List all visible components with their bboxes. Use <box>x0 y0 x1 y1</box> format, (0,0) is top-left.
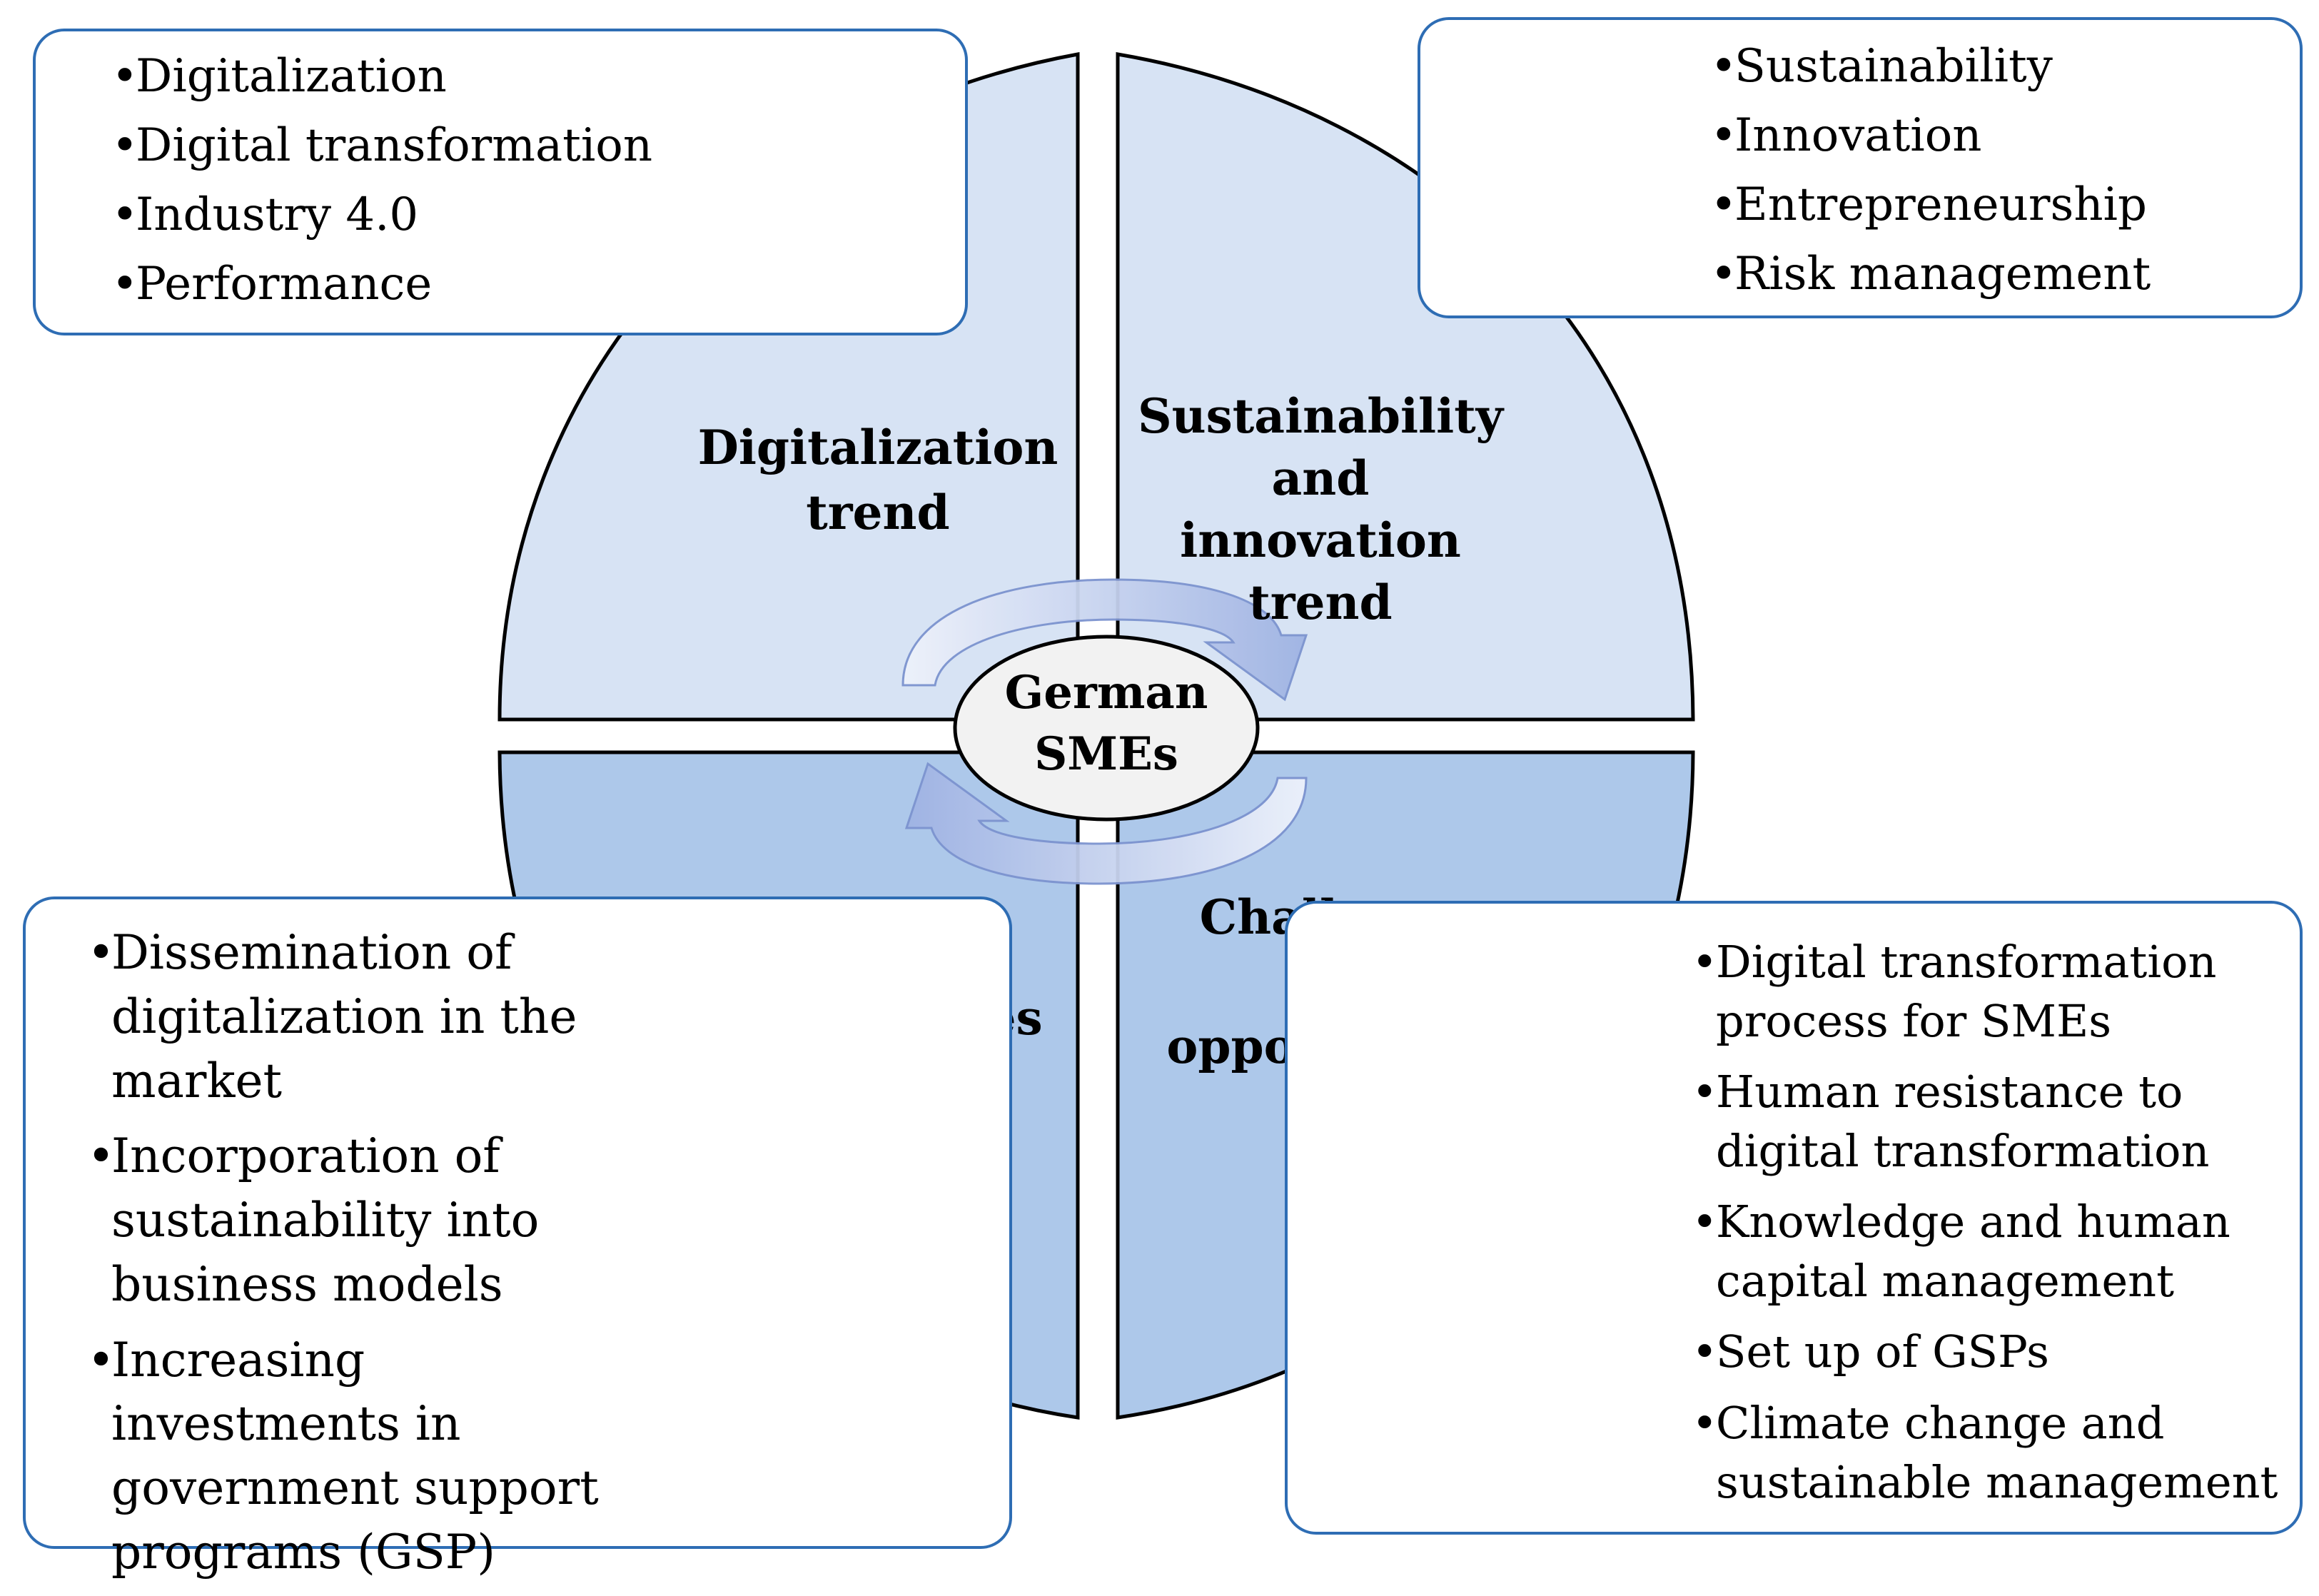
bullet: • <box>1692 1196 1718 1248</box>
arrow-upper <box>901 578 1308 702</box>
quadrant-label-top-left: Digitalization trend <box>685 415 1071 545</box>
bullet: • <box>87 925 115 980</box>
bullet: • <box>87 1332 115 1388</box>
bullet: • <box>111 50 138 103</box>
bullet: • <box>1710 247 1737 300</box>
quadrant-label-top-right-line-1: Sustainability <box>1137 388 1504 444</box>
list-item: •Risk management <box>1710 247 2151 300</box>
box-top-right-list: •Sustainability •Innovation •Entrepreneu… <box>1710 40 2281 317</box>
list-item: •Human resistance to digital transformat… <box>1692 1062 2284 1181</box>
box-top-left-list: •Digitalization •Digital transformation … <box>111 50 896 327</box>
box-bottom-right <box>1285 901 2303 1535</box>
list-item: •Incorporation of sustainability into bu… <box>87 1124 658 1316</box>
list-item: •Knowledge and human capital management <box>1692 1192 2284 1310</box>
list-item: •Digitalization <box>111 50 447 103</box>
bullet: • <box>111 118 138 172</box>
center-label-line-1: German <box>1004 666 1208 719</box>
arrow-lower <box>904 762 1308 885</box>
list-item: •Climate change and sustainable manageme… <box>1692 1393 2284 1512</box>
bullet: • <box>1692 936 1718 988</box>
center-label-line-2: SMEs <box>1034 727 1178 782</box>
center-ellipse <box>953 635 1260 822</box>
quadrant-label-top-left-line-2: trend <box>806 485 950 541</box>
list-item: •Innovation <box>1710 108 1982 162</box>
box-top-left <box>33 29 968 335</box>
bullet: • <box>1710 40 1737 93</box>
box-bottom-right-list: •Digital transformation process for SMEs… <box>1692 932 2284 1523</box>
bullet: • <box>1692 1396 1718 1449</box>
center-label: German SMEs <box>978 662 1235 786</box>
quadrant-label-top-right-line-3: trend <box>1248 575 1393 631</box>
list-item: •Sustainability <box>1710 40 2053 93</box>
bullet: • <box>111 188 138 241</box>
list-item: •Set up of GSPs <box>1692 1322 2284 1381</box>
box-bottom-left-list: •Dissemination of digitalization in the … <box>87 921 658 1596</box>
quadrant-label-top-right: Sustainability and innovation trend <box>1128 385 1513 634</box>
box-bottom-left <box>23 897 1012 1549</box>
list-item: •Increasing investments in government su… <box>87 1328 658 1585</box>
quadrant-label-top-right-line-2: and innovation <box>1180 450 1461 569</box>
box-top-right <box>1418 17 2303 318</box>
bullet: • <box>1710 178 1737 231</box>
bullet: • <box>1692 1325 1718 1378</box>
list-item: •Performance <box>111 257 433 310</box>
list-item: •Digital transformation process for SMEs <box>1692 932 2284 1051</box>
bullet: • <box>111 257 138 310</box>
list-item: •Industry 4.0 <box>111 188 419 241</box>
list-item: •Entrepreneurship <box>1710 178 2147 231</box>
list-item: •Dissemination of digitalization in the … <box>87 921 658 1113</box>
list-item: •Digital transformation <box>111 118 653 172</box>
bullet: • <box>1710 108 1737 162</box>
bullet: • <box>1692 1066 1718 1118</box>
bullet: • <box>87 1128 115 1184</box>
quadrant-label-top-left-line-1: Digitalization <box>697 420 1059 475</box>
